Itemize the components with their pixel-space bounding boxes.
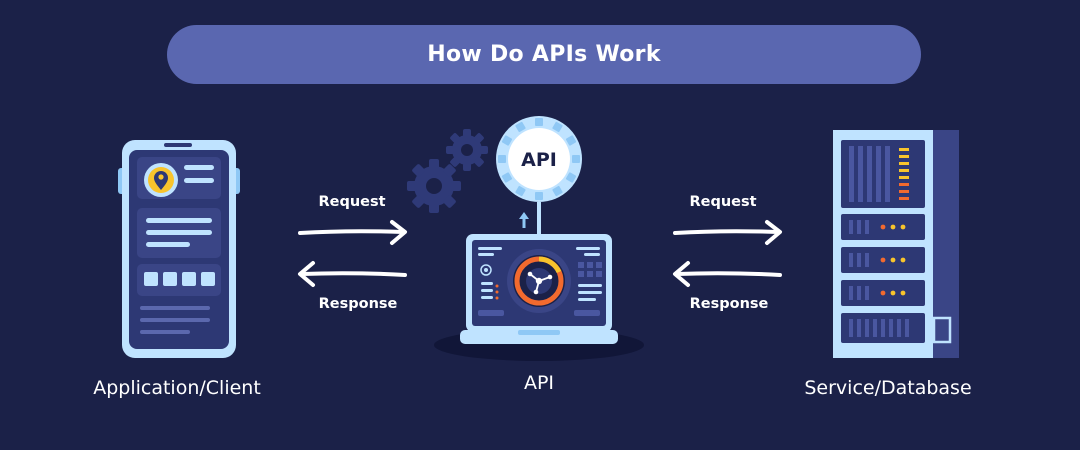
database-label: Service/Database bbox=[804, 377, 972, 399]
right-request-arrow bbox=[673, 220, 782, 245]
left-request-arrow bbox=[298, 220, 407, 245]
phone-icon bbox=[118, 140, 240, 358]
large-gear-icon bbox=[407, 159, 461, 213]
title-banner: How Do APIs Work bbox=[167, 25, 921, 84]
right-response-label: Response bbox=[689, 296, 769, 312]
up-arrow-icon bbox=[519, 212, 529, 228]
right-response-arrow bbox=[673, 261, 782, 287]
right-request-label: Request bbox=[689, 194, 757, 210]
server-rack-icon bbox=[833, 130, 959, 358]
api-badge-label: API bbox=[521, 149, 557, 171]
left-request-label: Request bbox=[318, 194, 386, 210]
left-response-label: Response bbox=[318, 296, 398, 312]
small-gear-icon bbox=[446, 129, 488, 171]
diagram-title: How Do APIs Work bbox=[427, 42, 661, 67]
laptop-icon bbox=[434, 234, 644, 361]
client-label: Application/Client bbox=[93, 377, 261, 399]
left-response-arrow bbox=[298, 261, 407, 287]
api-gear-badge: API bbox=[496, 116, 582, 202]
api-label: API bbox=[523, 372, 555, 394]
